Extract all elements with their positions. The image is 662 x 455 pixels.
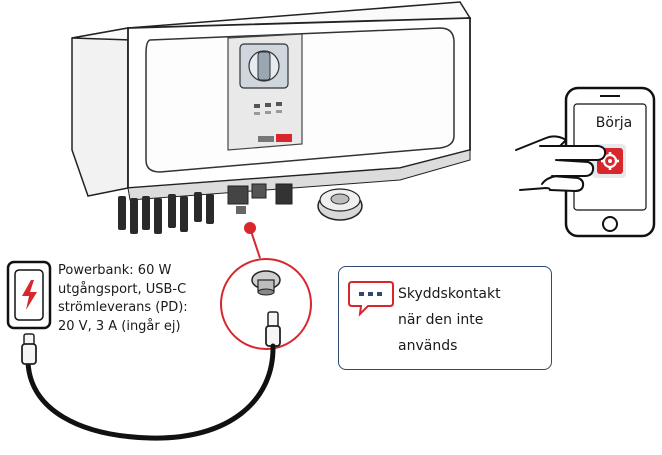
powerbank-description: Powerbank: 60 W utgångsport, USB-C ström… [58,262,208,336]
hand-pointing-icon [515,135,607,192]
connector-callout [220,222,312,350]
usb-c-plug-inverter-end [265,311,281,347]
powerbank-line-2: utgångsport, USB-C [58,281,187,297]
usb-c-cable [25,343,276,441]
app-start-label: Börja [595,115,633,131]
smartphone [564,86,656,238]
gear-icon [601,152,619,170]
protective-cap [251,270,281,296]
powerbank-battery-icon [22,280,37,310]
dc-connectors [118,192,214,234]
brand-logo [258,134,292,142]
protective-cap-note: Skyddskontakt när den inte används [398,281,548,359]
note-line-3: används [398,338,458,354]
powerbank [6,260,52,365]
usb-c-plug-powerbank-end [21,333,37,365]
note-line-1: Skyddskontakt [398,286,501,302]
protective-cap-note-box [338,266,552,370]
dc-switch-knob [239,43,289,89]
ac-gland [317,188,363,221]
chat-bubble-icon [348,281,394,317]
comm-ports [227,183,293,214]
powerbank-line-1: Powerbank: 60 W [58,263,172,278]
powerbank-line-4: 20 V, 3 A (ingår ej) [58,318,181,334]
powerbank-line-3: strömleverans (PD): [58,300,188,315]
inverter [71,1,472,234]
status-leds [254,102,282,115]
note-line-2: när den inte [398,312,484,328]
